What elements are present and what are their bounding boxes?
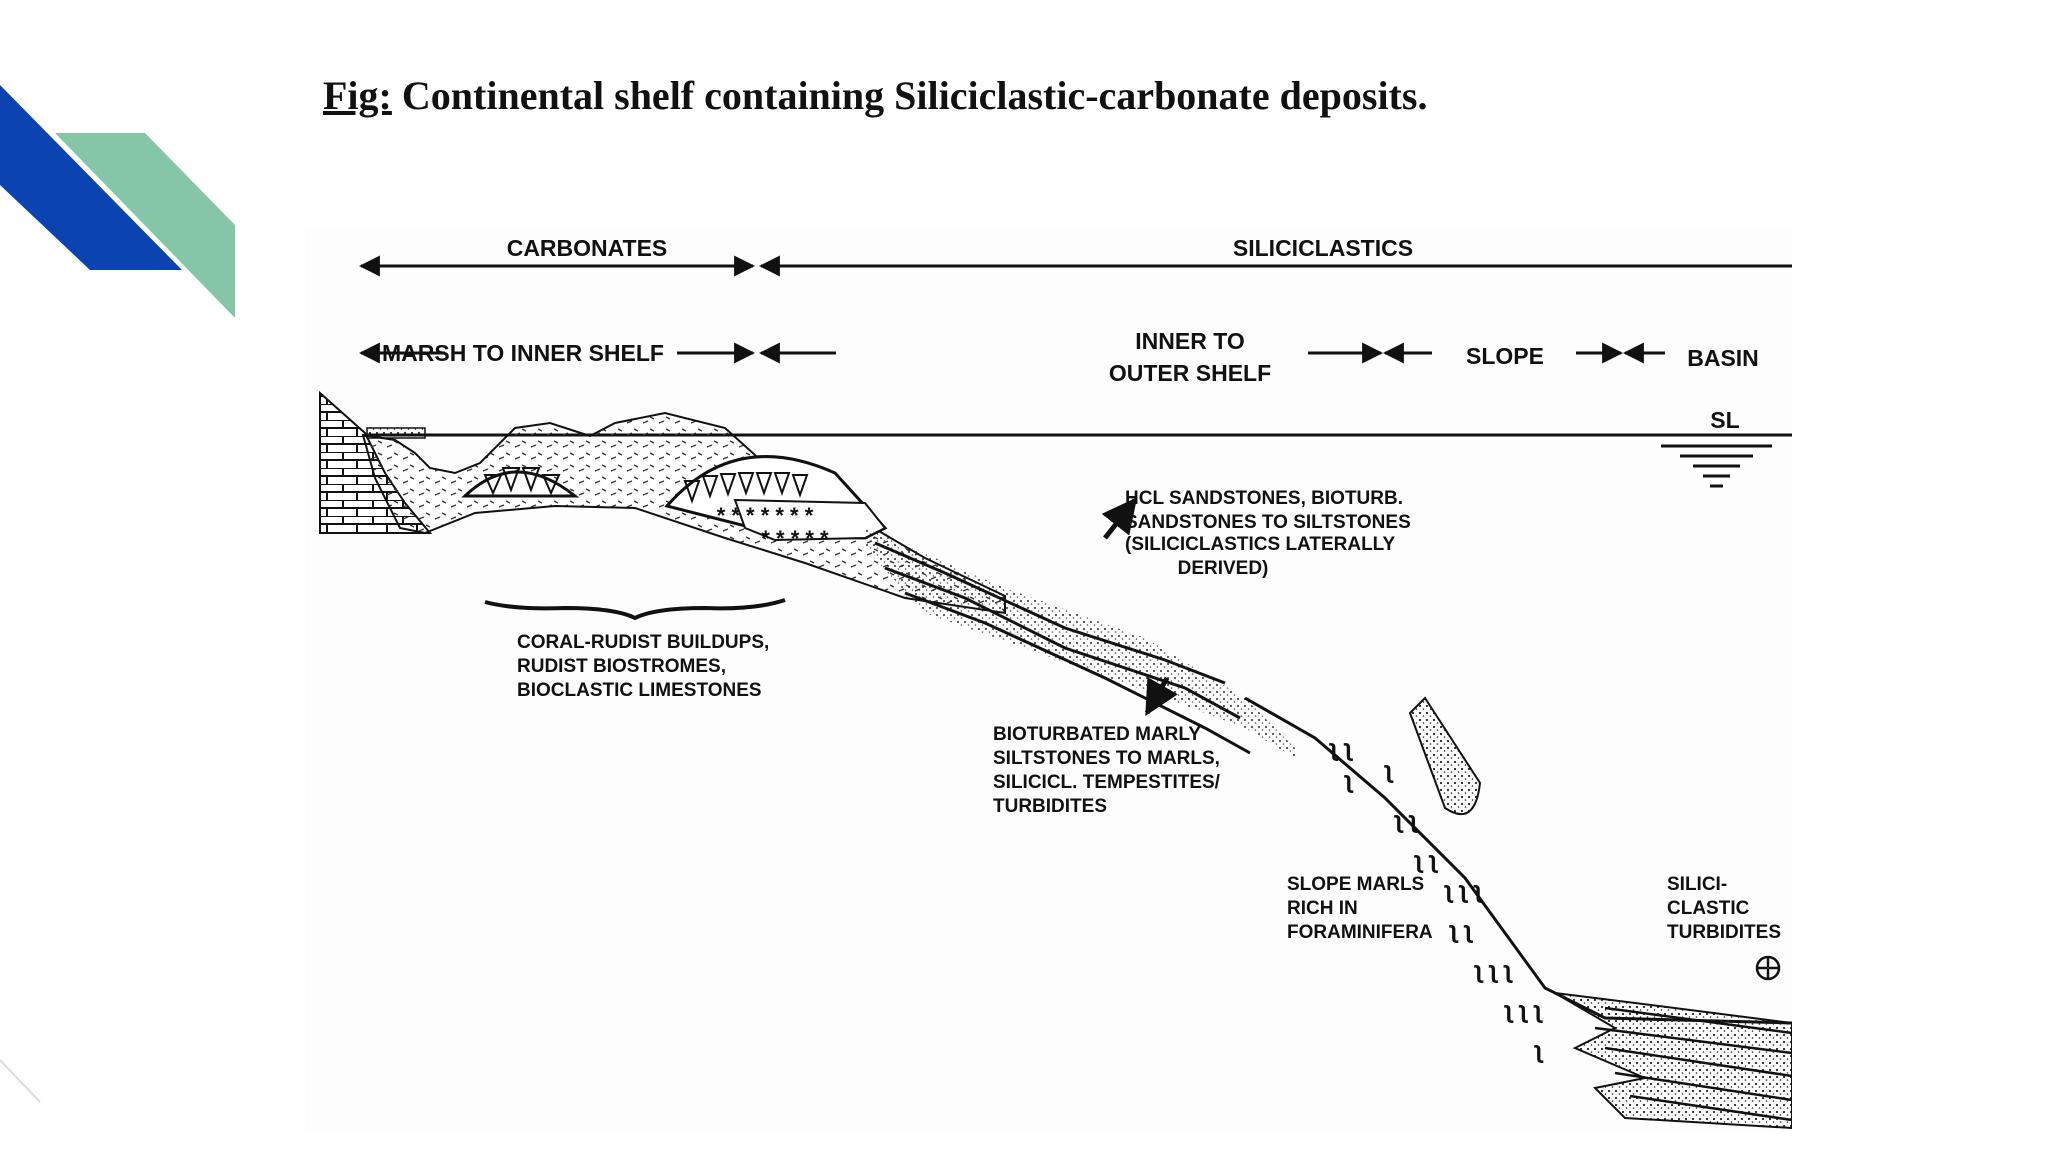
svg-text:* * * * * * *: * * * * * * * <box>717 503 814 528</box>
biostrome-stars: * * * * * * * * * * * * <box>717 503 829 551</box>
marly-annotation: BIOTURBATED MARLY SILTSTONES TO MARLS, S… <box>993 676 1221 817</box>
slope-marls-line-3: FORAMINIFERA <box>1287 922 1433 943</box>
shelf-diagram: CARBONATES SILICICLASTICS MARSH TO INNER… <box>305 228 1793 1132</box>
dotted-sand-band <box>865 528 1295 758</box>
svg-text:ʅ ʅ: ʅ ʅ <box>1414 847 1439 874</box>
hcl-line-2: SANDSTONES TO SILTSTONES <box>1125 512 1411 533</box>
reef-2-corals <box>683 472 809 505</box>
zone-marsh-label: MARSH TO INNER SHELF <box>382 340 664 366</box>
green-chevron-shape <box>55 133 235 318</box>
slope-profile <box>1244 696 1793 1025</box>
svg-text:ʅ: ʅ <box>1344 767 1354 794</box>
marly-line-3: SILICICL. TEMPESTITES/ <box>993 772 1221 793</box>
slide-title: Fig: Continental shelf containing Silici… <box>323 72 1427 119</box>
coral-line-1: CORAL-RUDIST BUILDUPS, <box>517 632 769 653</box>
coral-line-2: RUDIST BIOSTROMES, <box>517 656 726 677</box>
zone-basin-label: BASIN <box>1687 345 1759 371</box>
title-text: Continental shelf containing Siliciclast… <box>391 73 1428 118</box>
title-prefix: Fig: <box>323 73 392 118</box>
hcl-line-3: (SILICICLASTICS LATERALLY <box>1125 534 1396 555</box>
hcl-sandstones-annotation: HCL SANDSTONES, BIOTURB. SANDSTONES TO S… <box>1101 488 1411 579</box>
turbidites-line-2: CLASTIC <box>1667 898 1750 919</box>
marly-line-2: SILTSTONES TO MARLS, <box>993 748 1220 769</box>
svg-text:ʅ ʅ ʅ: ʅ ʅ ʅ <box>1444 877 1483 904</box>
hcl-line-4: DERIVED) <box>1178 558 1269 579</box>
marly-line-1: BIOTURBATED MARLY <box>993 724 1201 745</box>
coral-line-3: BIOCLASTIC LIMESTONES <box>517 680 762 701</box>
turbidites-line-1: SILICI- <box>1667 874 1727 895</box>
hcl-line-1: HCL SANDSTONES, BIOTURB. <box>1125 488 1403 509</box>
slope-marls-line-1: SLOPE MARLS <box>1287 874 1424 895</box>
zone-inner-outer-label-1: INNER TO <box>1135 328 1244 354</box>
sea-level-label: SL <box>1710 407 1739 433</box>
svg-text:ʅ ʅ: ʅ ʅ <box>1449 917 1474 944</box>
slope-marls-annotation: SLOPE MARLS RICH IN FORAMINIFERA <box>1287 874 1433 943</box>
coral-rudist-annotation: CORAL-RUDIST BUILDUPS, RUDIST BIOSTROMES… <box>484 598 786 701</box>
turbidites-annotation: SILICI- CLASTIC TURBIDITES <box>1667 874 1781 943</box>
basin-turbidites <box>1554 992 1793 1130</box>
svg-text:ʅ ʅ: ʅ ʅ <box>1329 735 1354 762</box>
sea-level-symbol <box>1661 444 1772 488</box>
carbonates-label: CARBONATES <box>507 235 668 261</box>
marly-line-4: TURBIDITES <box>993 796 1107 817</box>
slope-lobe <box>1408 696 1482 816</box>
corner-line-decoration <box>0 1059 41 1103</box>
svg-text:ʅ ʅ ʅ: ʅ ʅ ʅ <box>1504 997 1543 1024</box>
marsh-cap <box>366 427 426 439</box>
siliciclastics-label: SILICICLASTICS <box>1233 235 1413 261</box>
turbidite-layers <box>1594 1006 1793 1122</box>
svg-text:ʅ ʅ ʅ: ʅ ʅ ʅ <box>1474 957 1513 984</box>
svg-text:ʅ: ʅ <box>1534 1037 1544 1064</box>
reef-1-corals <box>483 467 561 496</box>
zone-inner-outer-label-2: OUTER SHELF <box>1109 360 1271 386</box>
svg-text:ʅ: ʅ <box>1384 757 1394 784</box>
slope-marls-line-2: RICH IN <box>1287 898 1358 919</box>
up-direction-symbol <box>1755 955 1781 981</box>
corner-decoration <box>0 85 235 318</box>
turbidites-line-3: TURBIDITES <box>1667 922 1781 943</box>
blue-chevron-shape <box>0 85 182 270</box>
svg-text:ʅ ʅ: ʅ ʅ <box>1394 807 1419 834</box>
zone-slope-label: SLOPE <box>1466 343 1544 369</box>
svg-text:* * * * *: * * * * * <box>761 526 829 551</box>
